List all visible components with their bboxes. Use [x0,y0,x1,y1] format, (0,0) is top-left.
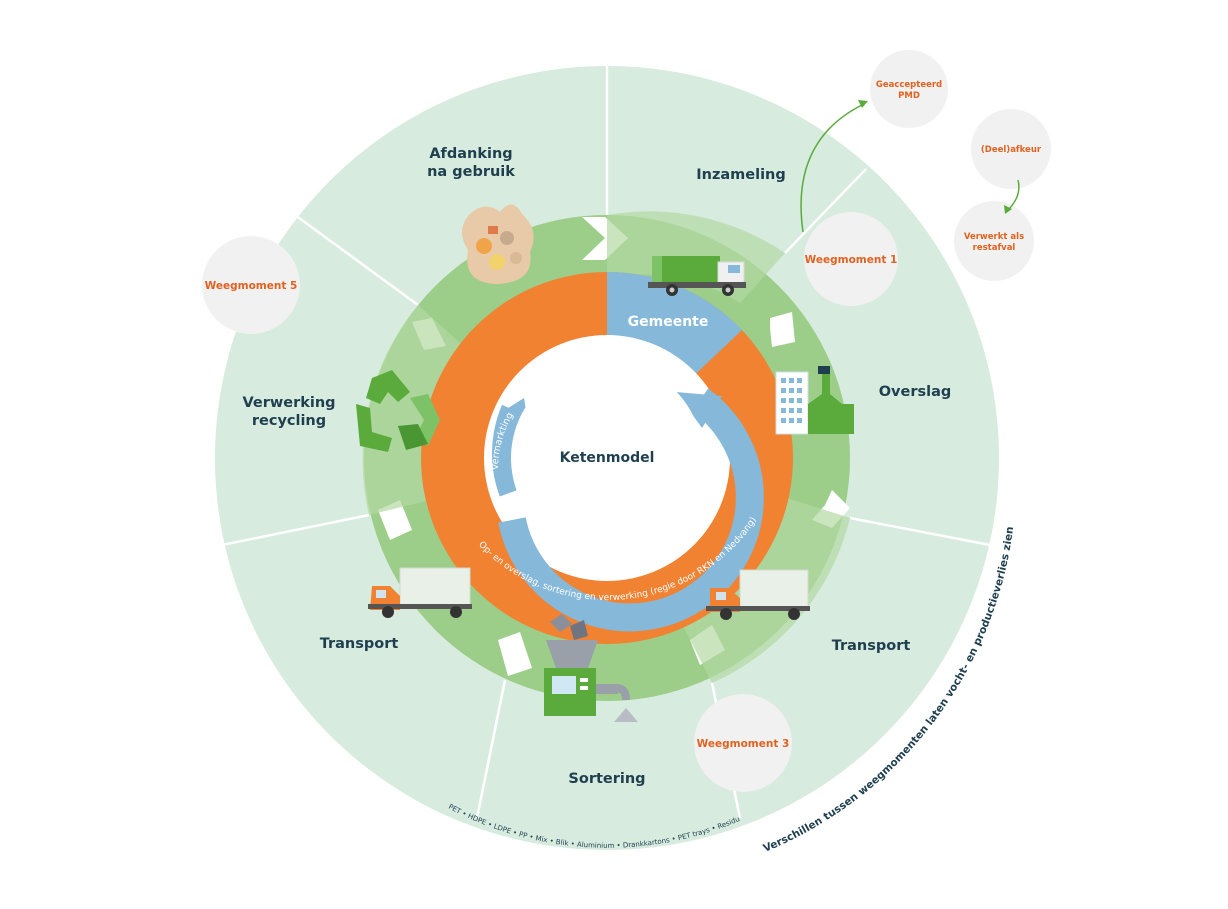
svg-text:Weegmoment 5: Weegmoment 5 [205,280,298,292]
inner-white-disk [511,362,703,554]
svg-text:Weegmoment 3: Weegmoment 3 [697,738,790,750]
sortering-label: Sortering [568,771,645,787]
post-collection-arrowhead [676,392,722,428]
weegmoment-5-bubble: Weegmoment 5 [202,236,300,334]
recycling-icon [356,370,440,452]
post-collection-arrow [498,388,764,632]
reject-arrowhead-icon [1004,205,1012,214]
inzameling-label: Inzameling [696,167,786,183]
sorting-machine-icon [544,614,638,722]
reject-arrow [1007,179,1020,211]
overslag-label: Overslag [879,384,952,400]
transport-left-label: Transport [320,636,399,652]
accept-arrowhead-icon [858,100,868,108]
svg-text:(Deel)afkeur: (Deel)afkeur [981,145,1042,155]
truck-right-icon [706,569,810,620]
center-title: Ketenmodel [560,450,655,466]
gemeente-label: Gemeente [628,314,709,330]
trash-bag-icon [461,204,534,284]
accept-arrow [800,103,865,233]
truck-left-icon [368,567,472,618]
vermarkting-arrow [492,404,527,497]
weegmoment-1-bubble: Weegmoment 1 [804,212,898,306]
weegmoment-3-bubble: Weegmoment 3 [694,694,792,792]
svg-text:Weegmoment 1: Weegmoment 1 [805,254,898,266]
transport-right-label: Transport [832,638,911,654]
deelafkeur-bubble: (Deel)afkeur [971,109,1051,189]
factory-icon [775,366,854,435]
garbage-truck-icon [648,256,746,296]
